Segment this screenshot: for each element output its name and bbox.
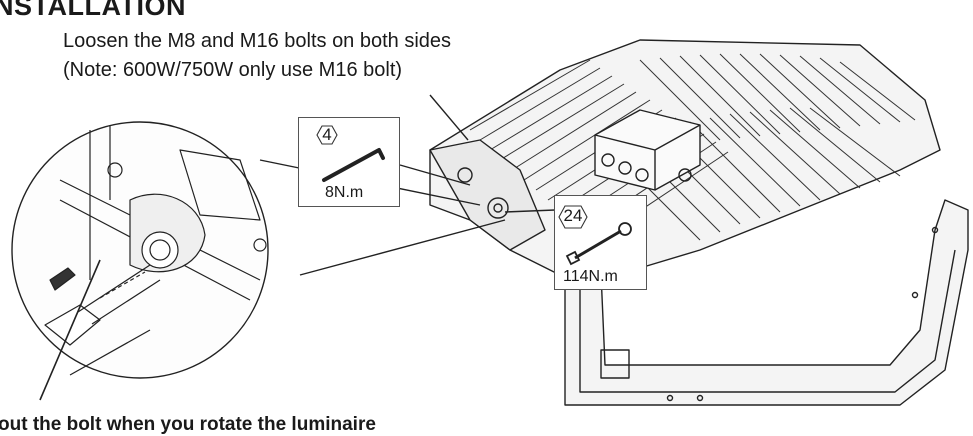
leader-line-detail-bottom [299, 219, 506, 276]
wrench-torque: 114N.m [563, 268, 618, 285]
hex-key-callout: 4 8N.m [298, 117, 400, 207]
hex-key-icon [316, 125, 385, 182]
wrench-callout: 24 114N.m [554, 195, 647, 290]
leader-line-wrench [504, 209, 556, 213]
leader-line-hexkey [399, 164, 471, 186]
hex-key-size: 4 [322, 125, 332, 144]
footer-note: out the bolt when you rotate the luminai… [0, 414, 376, 435]
instruction-line-1: Loosen the M8 and M16 bolts on both side… [63, 30, 452, 52]
page-heading: NSTALLATION [0, 0, 186, 21]
wrench-size: 24 [563, 206, 583, 225]
leader-line-note [429, 94, 469, 141]
junction-box [594, 109, 701, 191]
hex-key-torque: 8N.m [325, 184, 364, 201]
instruction-line-2: (Note: 600W/750W only use M16 bolt) [63, 59, 403, 81]
detail-contents [39, 125, 267, 401]
wrench-icon [558, 205, 632, 266]
mounting-bracket [564, 199, 969, 406]
